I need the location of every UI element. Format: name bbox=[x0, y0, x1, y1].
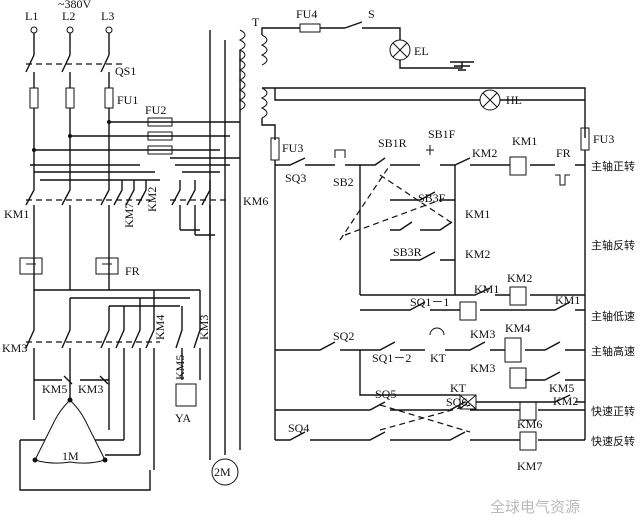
km5b-label: KM5 bbox=[42, 382, 67, 396]
fu1-label: FU1 bbox=[117, 93, 138, 107]
label-rev: 主轴反转 bbox=[591, 238, 635, 252]
s-label: S bbox=[368, 7, 375, 21]
km3b-label: KM3 bbox=[197, 315, 211, 340]
sb2-label: SB2 bbox=[333, 175, 354, 189]
l1-label: L1 bbox=[25, 9, 38, 23]
km5a-label: KM5 bbox=[173, 355, 187, 380]
km1-label: KM1 bbox=[4, 207, 29, 221]
control-circuit: FU4 S EL HL FU3 FU3 SQ3 SB2 SB1R SB1F KM… bbox=[260, 7, 635, 473]
label-fwd: 主轴正转 bbox=[591, 159, 635, 173]
km1d-label: KM1 bbox=[555, 293, 580, 307]
km3-label: KM3 bbox=[2, 341, 27, 355]
label-frev: 快速反转 bbox=[591, 434, 635, 448]
km5c-label: KM3 bbox=[78, 382, 103, 396]
km4c-label: KM4 bbox=[505, 321, 530, 335]
m2-label: 2M bbox=[214, 465, 231, 479]
kt-label: KT bbox=[430, 351, 447, 365]
kt2-label: KT bbox=[450, 381, 467, 395]
km6-label: KM6 bbox=[243, 194, 268, 208]
km2-label: KM2 bbox=[145, 187, 159, 212]
voltage-label: ~380V bbox=[58, 0, 91, 11]
km4-label: KM4 bbox=[153, 315, 167, 340]
watermark: 全球电气资源 bbox=[490, 498, 580, 516]
sb1r-label: SB1R bbox=[378, 136, 407, 150]
fu3l-label: FU3 bbox=[282, 141, 303, 155]
qs1-label: QS1 bbox=[115, 64, 136, 78]
fra-label: FR bbox=[556, 146, 571, 160]
l2-label: L2 bbox=[62, 9, 75, 23]
sq12-label: SQ1－2 bbox=[372, 351, 411, 365]
km2c-label: KM2 bbox=[507, 271, 532, 285]
fu3r-label: FU3 bbox=[593, 132, 614, 146]
sb1f-label: SB1F bbox=[428, 127, 456, 141]
sq3-label: SQ3 bbox=[285, 171, 306, 185]
hl-label: HL bbox=[506, 93, 522, 107]
t-label: T bbox=[252, 15, 260, 29]
km2d-label: KM2 bbox=[553, 394, 578, 408]
sb3f-label: SB3F bbox=[418, 191, 446, 205]
km3c-label: KM3 bbox=[470, 327, 495, 341]
fu2-label: FU2 bbox=[145, 103, 166, 117]
label-ffwd: 快速正转 bbox=[591, 404, 635, 418]
label-low: 主轴低速 bbox=[591, 309, 635, 323]
fr-label: FR bbox=[125, 264, 140, 278]
l3-label: L3 bbox=[101, 9, 114, 23]
km2b-label: KM2 bbox=[465, 247, 490, 261]
km5c-label: KM5 bbox=[549, 381, 574, 395]
km6c-label: KM6 bbox=[517, 417, 542, 431]
label-high: 主轴高速 bbox=[591, 344, 635, 358]
km2a-label: KM2 bbox=[472, 146, 497, 160]
sq2-label: SQ2 bbox=[333, 329, 354, 343]
el-label: EL bbox=[414, 44, 429, 58]
km1c-label: KM1 bbox=[474, 282, 499, 296]
fu4-label: FU4 bbox=[296, 7, 317, 21]
m1-label: 1M bbox=[62, 449, 79, 463]
power-circuit: L1 L2 L3 ~380V QS1 FU1 FU2 KM1 KM7 KM2 K… bbox=[2, 0, 268, 491]
sb3r-label: SB3R bbox=[393, 245, 422, 259]
ya-label: YA bbox=[175, 411, 191, 425]
sq4-label: SQ4 bbox=[288, 421, 309, 435]
km7-label: KM7 bbox=[122, 203, 136, 228]
sq6-label: SQ6 bbox=[446, 395, 467, 409]
sq5-label: SQ5 bbox=[375, 387, 396, 401]
km3d-label: KM3 bbox=[470, 361, 495, 375]
km7c-label: KM7 bbox=[517, 459, 542, 473]
km1a-label: KM1 bbox=[512, 134, 537, 148]
km1b-label: KM1 bbox=[465, 207, 490, 221]
